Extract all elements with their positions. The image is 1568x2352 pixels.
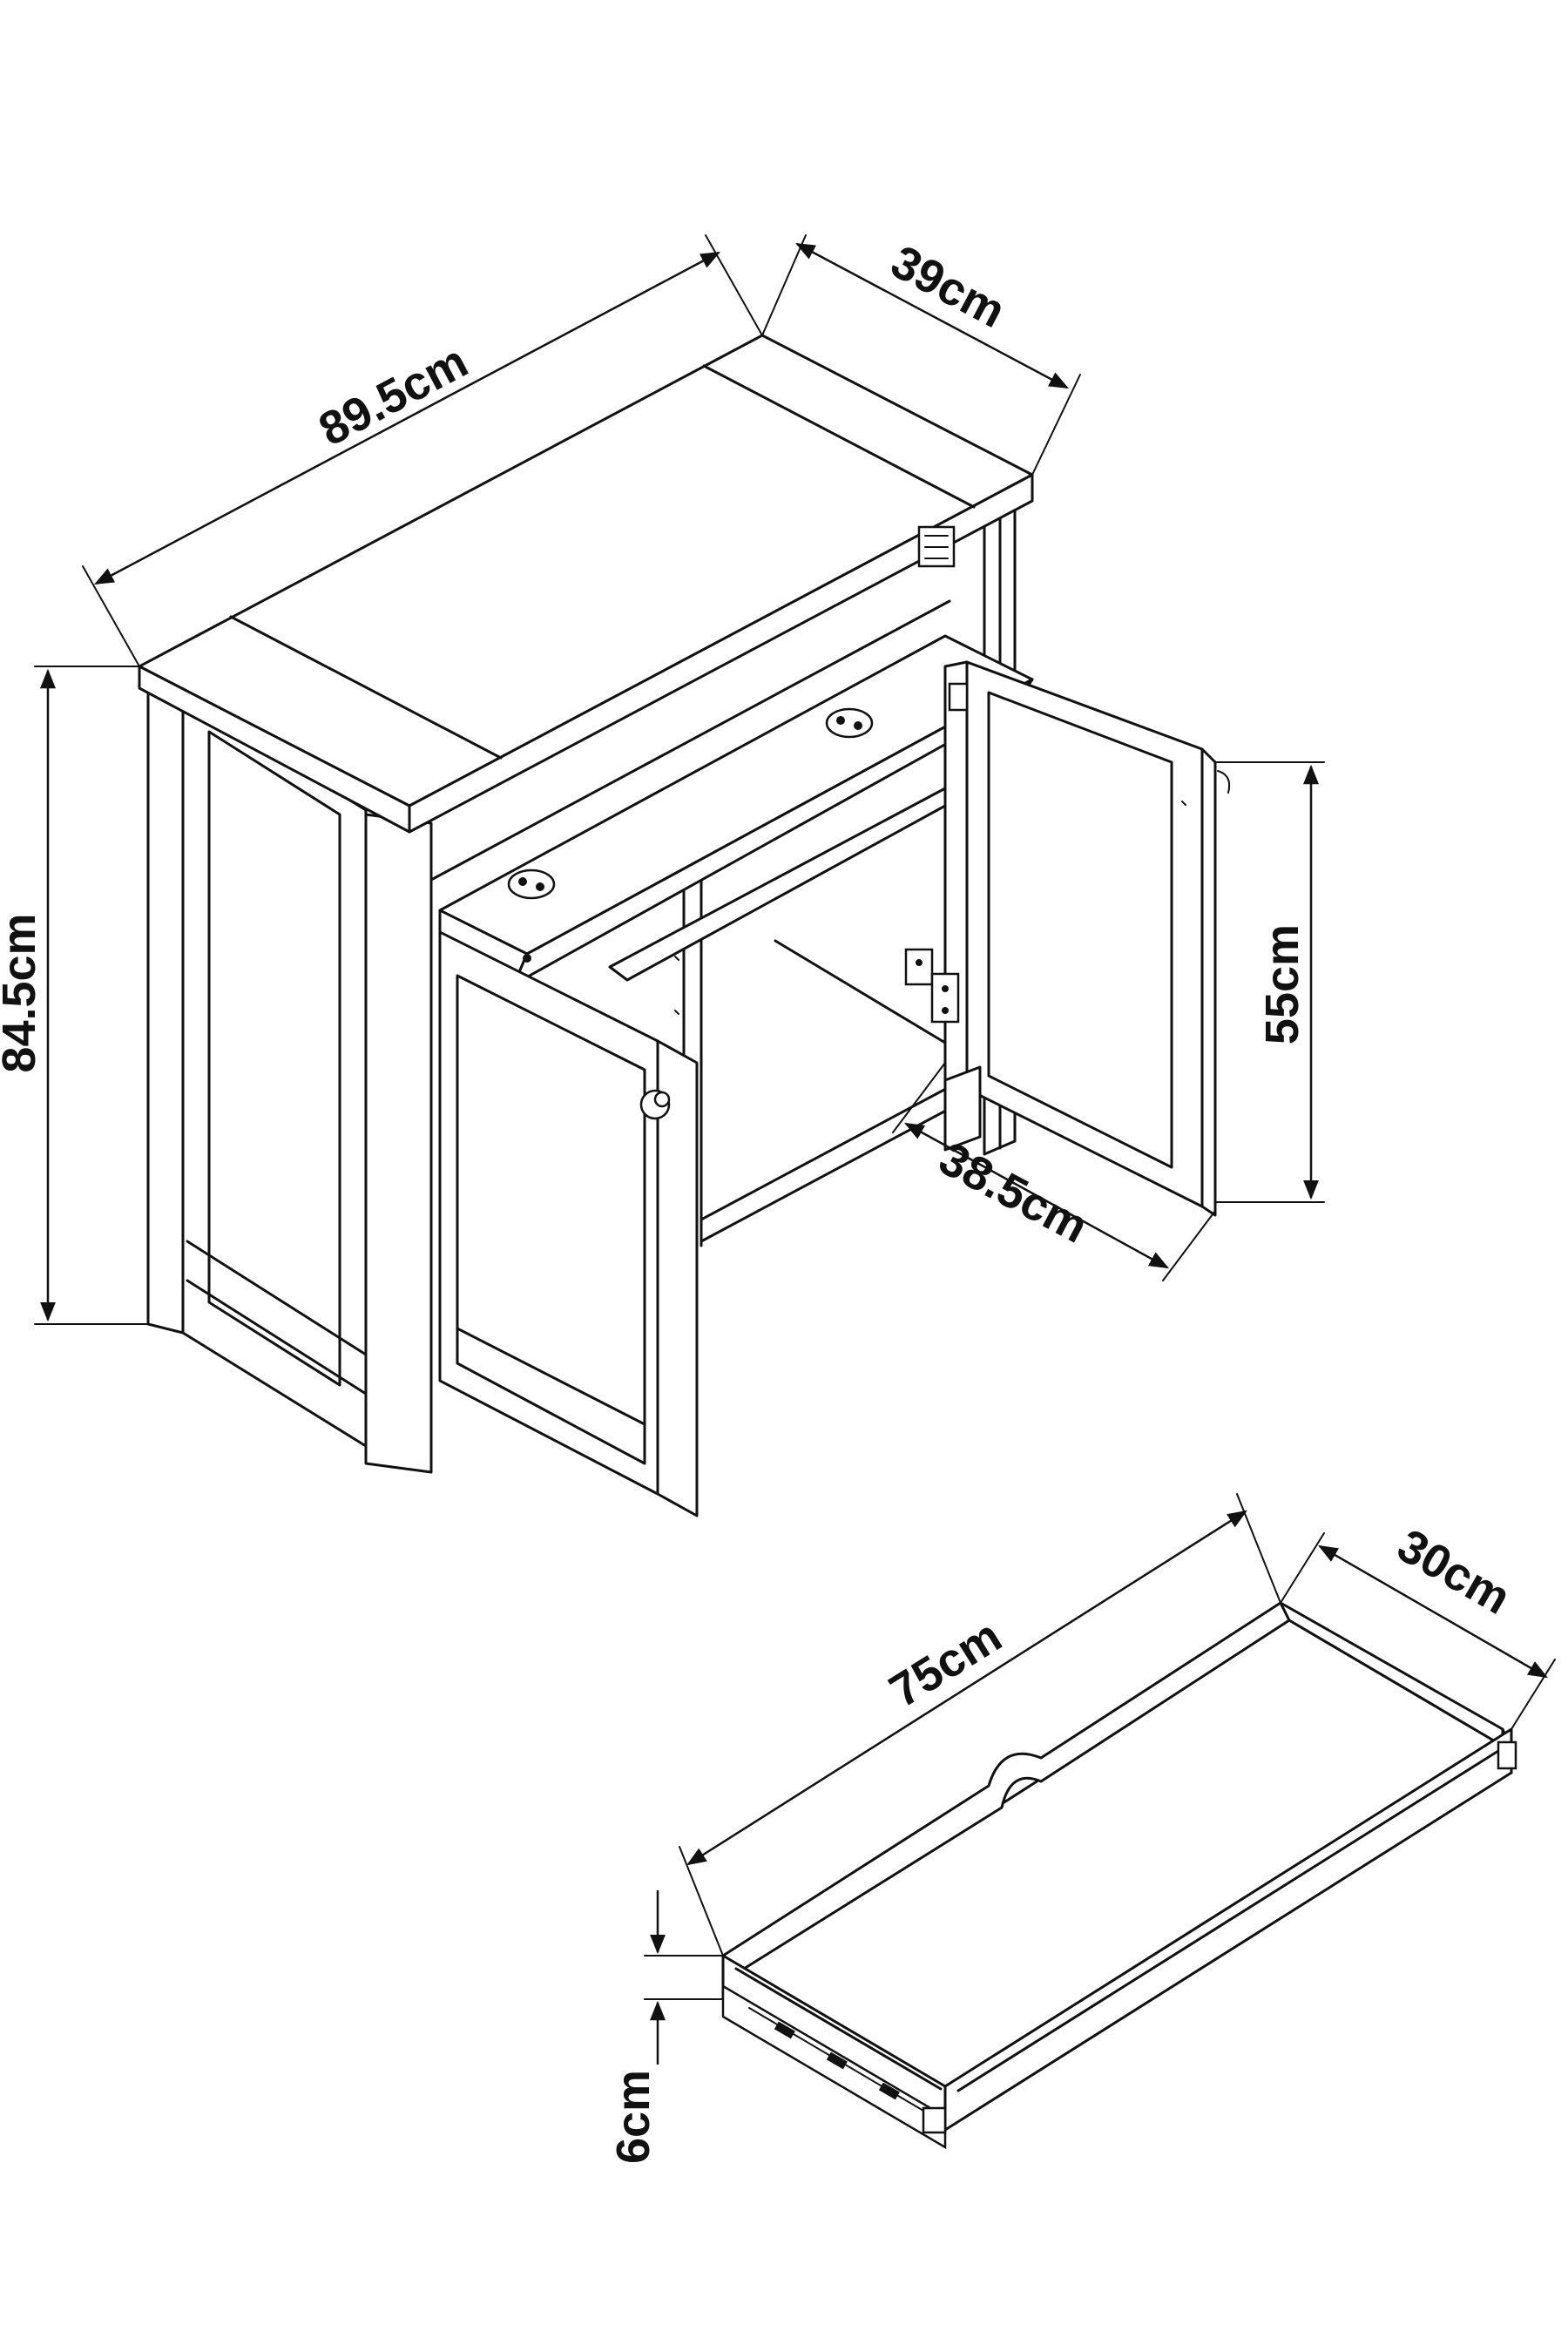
- cabinet-front-left-post: [364, 813, 433, 1474]
- inner-depth-label: 38.5cm: [931, 1132, 1097, 1254]
- door-knob-icon: [639, 1089, 671, 1120]
- hinge-icon: [904, 682, 969, 1024]
- hinge-icon: [507, 868, 556, 900]
- cabinet-right-door: [904, 660, 1231, 1217]
- door-knob-icon: [1217, 770, 1231, 794]
- cabinet: [138, 334, 1231, 1517]
- cabinet-left-side-panel: [146, 686, 368, 1448]
- dimension-height: 84.5cm: [0, 666, 149, 1325]
- height-label: 84.5cm: [0, 913, 45, 1072]
- tray-height-label: 6cm: [607, 2070, 659, 2164]
- hinge-icon: [825, 707, 874, 739]
- cabinet-left-door: [438, 930, 699, 1517]
- depth-label: 39cm: [882, 235, 1013, 338]
- door-height-label: 55cm: [1256, 924, 1308, 1044]
- dimension-door-height: 55cm: [1214, 761, 1325, 1203]
- dimension-tray-height: 6cm: [607, 1890, 724, 2164]
- tray: [721, 1601, 1517, 2150]
- tray-depth-label: 30cm: [1389, 1519, 1519, 1625]
- drawer-runner-icon: [721, 1740, 1517, 2150]
- bracket-icon: [917, 525, 956, 568]
